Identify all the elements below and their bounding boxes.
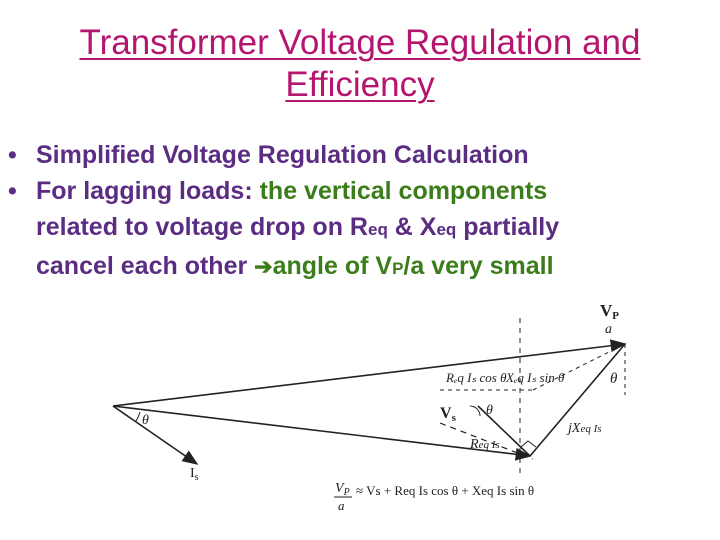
- right-angle-mark: [520, 440, 537, 448]
- vs-extension-dashed: [439, 422, 534, 460]
- req-is-drop-line: [477, 405, 531, 457]
- page-title: Transformer Voltage Regulation and Effic…: [0, 22, 720, 106]
- req-cos-label: Rₑq Iₛ cos θ: [445, 370, 507, 385]
- title-line-1: Transformer Voltage Regulation and: [79, 23, 641, 62]
- req-is-label: Req Is: [469, 437, 500, 452]
- bullet-1-text: Simplified Voltage Regulation Calculatio…: [36, 141, 529, 169]
- vp-label: VP: [600, 301, 619, 322]
- bullet-dot: •: [8, 177, 17, 205]
- jxeq-label: jXeq Is: [566, 421, 602, 436]
- bullet-dot: •: [8, 141, 17, 169]
- xeq-subscript: eq: [436, 220, 457, 239]
- req-subscript: eq: [367, 220, 388, 239]
- is-label: Is: [190, 466, 199, 483]
- vp-phasor-line: [112, 339, 627, 407]
- equation-a: a: [338, 498, 345, 513]
- is-current-line: [112, 405, 199, 465]
- bullet-2-lead: For lagging loads:: [36, 177, 260, 205]
- right-arrow-icon: ➔: [254, 254, 273, 279]
- equation-lhs: VP: [335, 481, 350, 498]
- bullet-list: • Simplified Voltage Regulation Calculat…: [8, 137, 717, 287]
- vp-a-label: a: [605, 322, 612, 337]
- jxeq-is-drop-line: [529, 343, 626, 457]
- theta-arc-left: [135, 411, 141, 422]
- theta-arc-mid: [469, 405, 481, 417]
- bullet-item-2: • For lagging loads: the vertical compon…: [8, 173, 717, 287]
- bullet-2-amp: & X: [387, 213, 437, 241]
- vs-label: Vs: [440, 405, 457, 424]
- bullet-2-line-2b: partially: [456, 213, 560, 241]
- bullet-2-line-3a: cancel each other: [36, 252, 255, 280]
- xeq-sin-label: Xₑq Iₛ sin θ: [505, 370, 565, 385]
- xeq-dashed-ref: [532, 343, 626, 391]
- vs-phasor-line: [112, 405, 532, 461]
- title-line-2: Efficiency: [285, 65, 435, 104]
- vp-subscript: P: [392, 259, 404, 278]
- theta-left-label: θ: [142, 413, 149, 428]
- theta-top-label: θ: [610, 371, 618, 387]
- bullet-item-1: • Simplified Voltage Regulation Calculat…: [8, 137, 717, 173]
- bullet-2-line-2a: related to voltage drop on R: [36, 213, 368, 241]
- bullet-2-line-3c: /a very small: [403, 252, 554, 280]
- bullet-2-line-1: the vertical components: [259, 177, 548, 205]
- theta-mid-label: θ: [486, 403, 493, 418]
- bullet-2-line-3b: angle of V: [272, 252, 393, 280]
- equation-rhs: ≈ Vs + Req Is cos θ + Xeq Is sin θ: [356, 483, 534, 498]
